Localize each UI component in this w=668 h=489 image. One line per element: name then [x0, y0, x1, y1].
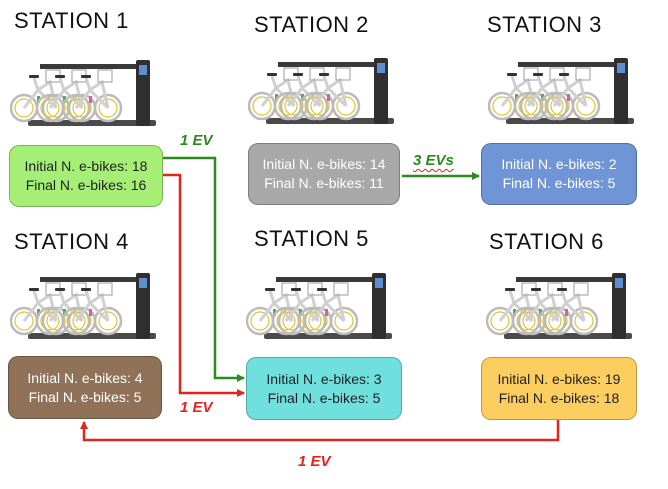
- station-3-title: STATION 3: [487, 12, 602, 37]
- station-4-info-box: Initial N. e-bikes: 4 Final N. e-bikes: …: [8, 356, 162, 419]
- station-1-title: STATION 1: [14, 8, 129, 33]
- station-1-final-count: Final N. e-bikes: 16: [25, 177, 147, 193]
- transfer-label-4: 1 EV: [298, 453, 331, 470]
- station-1-initial-count: Initial N. e-bikes: 18: [24, 158, 148, 174]
- transfer-label-1: 1 EV: [180, 132, 213, 149]
- station-2-final-count: Final N. e-bikes: 11: [264, 175, 384, 191]
- station-2-bike-rack-image: [248, 58, 394, 124]
- station-3-bike-rack-image: [488, 58, 634, 124]
- transfer-label-2: 3 EVs: [413, 152, 454, 169]
- station-2-initial-count: Initial N. e-bikes: 14: [262, 156, 386, 172]
- station-2-title: STATION 2: [254, 12, 369, 37]
- station-1-info-box: Initial N. e-bikes: 18 Final N. e-bikes:…: [9, 145, 163, 207]
- station-4-bike-rack-image: [10, 273, 156, 339]
- station-6-title: STATION 6: [489, 229, 604, 254]
- arrow-station1-to-station5-red: [163, 173, 245, 397]
- station-6-bike-rack-image: [486, 273, 632, 339]
- station-5-initial-count: Initial N. e-bikes: 3: [266, 370, 382, 387]
- station-2-info-box: Initial N. e-bikes: 14 Final N. e-bikes:…: [248, 143, 400, 205]
- transfer-label-3: 1 EV: [180, 399, 213, 416]
- station-4-final-count: Final N. e-bikes: 5: [28, 388, 142, 405]
- station-6-final-count: Final N. e-bikes: 18: [498, 389, 620, 406]
- station-5-title: STATION 5: [254, 226, 369, 251]
- arrow-station6-to-station4: [80, 420, 560, 442]
- station-5-bike-rack-image: [246, 273, 392, 339]
- arrow-station1-to-station5: [163, 156, 245, 382]
- station-5-info-box: Initial N. e-bikes: 3 Final N. e-bikes: …: [246, 357, 402, 420]
- station-6-initial-count: Initial N. e-bikes: 19: [497, 370, 621, 387]
- station-1-bike-rack-image: [10, 60, 156, 126]
- station-4-initial-count: Initial N. e-bikes: 4: [27, 369, 143, 386]
- station-6-info-box: Initial N. e-bikes: 19 Final N. e-bikes:…: [481, 357, 637, 420]
- station-3-final-count: Final N. e-bikes: 5: [502, 175, 616, 191]
- station-5-final-count: Final N. e-bikes: 5: [267, 389, 381, 406]
- station-4-title: STATION 4: [14, 229, 129, 254]
- station-3-initial-count: Initial N. e-bikes: 2: [501, 156, 617, 172]
- station-3-info-box: Initial N. e-bikes: 2 Final N. e-bikes: …: [481, 143, 637, 205]
